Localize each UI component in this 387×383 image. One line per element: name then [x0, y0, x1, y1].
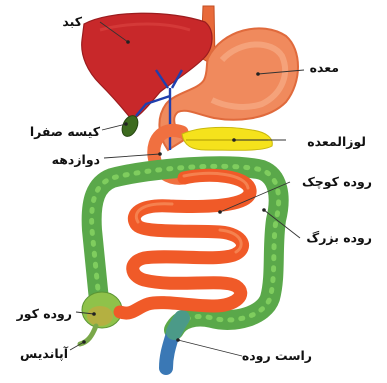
label-rectum: راست روده [242, 348, 312, 363]
label-stomach: معده [310, 60, 339, 75]
label-large-intestine: روده بزرگ [306, 229, 372, 245]
cecum-shade [87, 306, 113, 326]
label-pancreas: لوزالمعده [307, 134, 366, 149]
label-duodenum: دوازدهه [52, 152, 100, 167]
gallbladder [119, 113, 141, 139]
label-liver: کبد [62, 14, 82, 29]
small-intestine [120, 175, 250, 313]
rectum-blend [174, 318, 182, 332]
label-small-intestine: روده کوچک [302, 174, 372, 189]
pancreas [182, 127, 272, 150]
label-cecum: روده کور [16, 306, 72, 321]
label-gallbladder: کیسه صفرا [30, 124, 101, 139]
label-appendix: آپاندیس [20, 346, 69, 361]
